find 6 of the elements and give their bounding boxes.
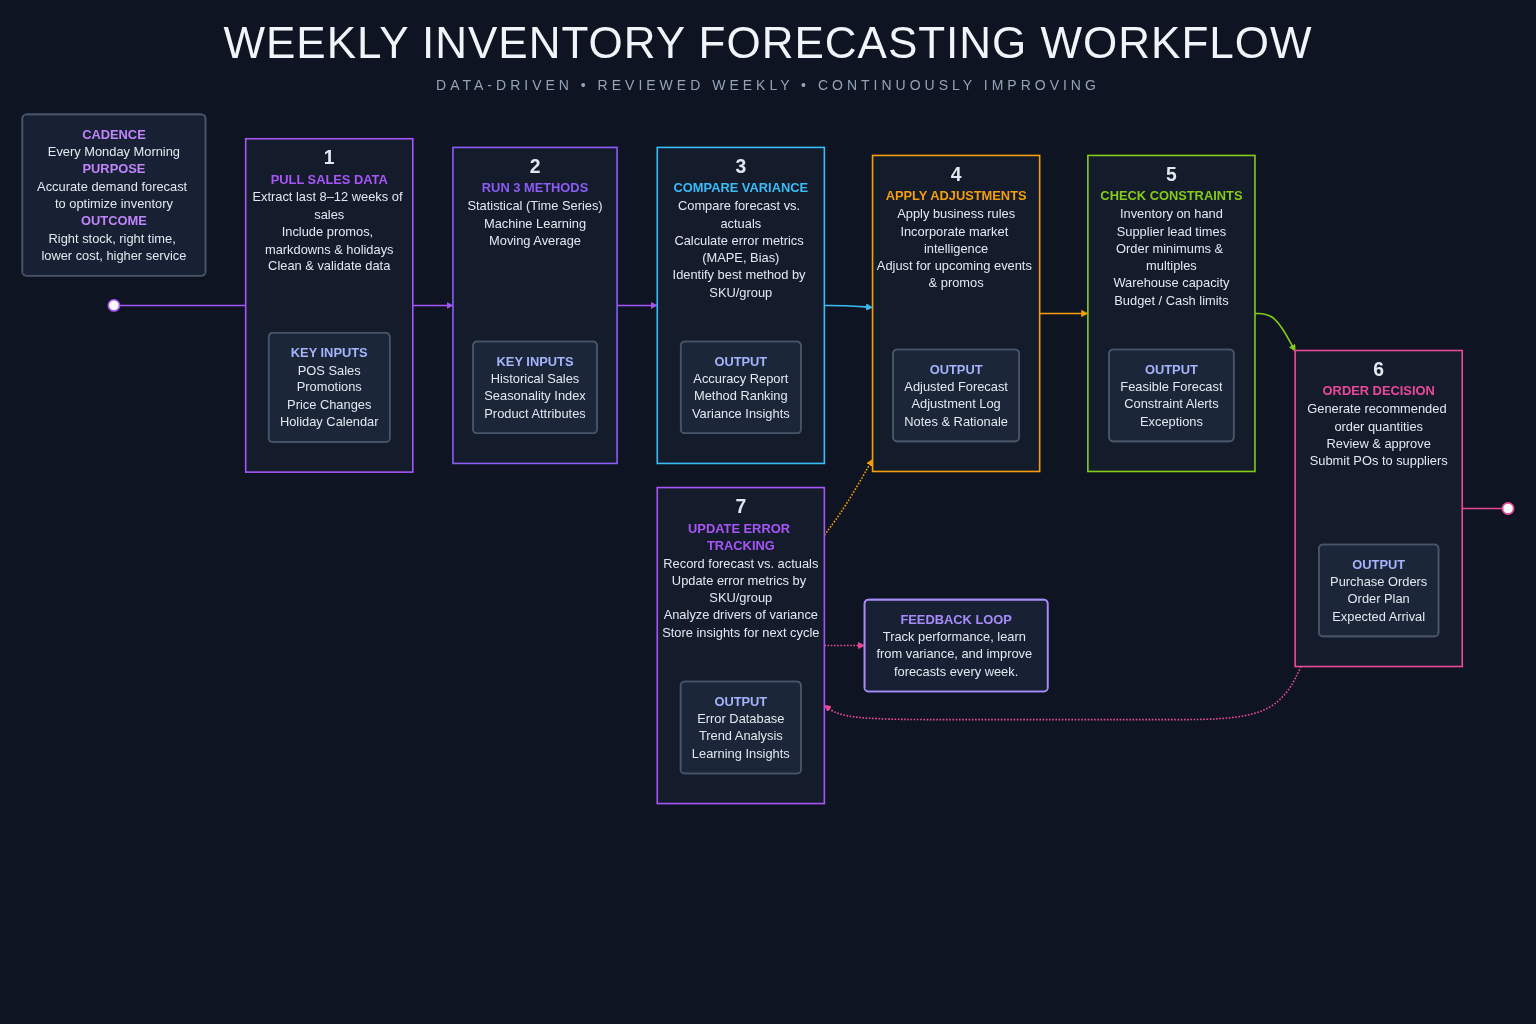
node-circle [107,299,121,312]
subtitle-text: DATA-DRIVEN • REVIEWED WEEKLY • CONTINUOUSLY IMPROVING [436,77,1100,93]
arrow [1254,312,1296,352]
arrow [824,665,1302,721]
diagram-title: WEEKLY INVENTORY FORECASTING WORKFLOW [223,18,1313,68]
node-circle [1501,502,1515,515]
